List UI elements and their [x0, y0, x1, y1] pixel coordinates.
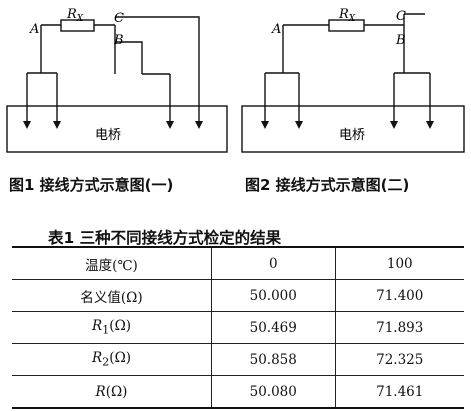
bridge-box	[6, 105, 228, 153]
rx-label: RX	[338, 7, 356, 24]
wiring-diagram-2: A C B RX 电桥	[241, 7, 465, 153]
header-temp-0: 0	[210, 246, 335, 280]
results-table: 温度(℃) 0 100 名义值(Ω) 50.000 71.400 R1(Ω) 5…	[12, 246, 464, 409]
rx-label: RX	[66, 7, 84, 24]
table-title: 表1 三种不同接线方式检定的结果	[48, 229, 282, 247]
node-b-label: B	[395, 33, 406, 48]
row-label: 名义值(Ω)	[12, 279, 212, 312]
node-a-label: A	[29, 22, 39, 37]
value-0c: 50.080	[210, 375, 335, 409]
value-100c: 72.325	[334, 343, 464, 376]
bridge-label: 电桥	[339, 128, 365, 143]
table-row: R(Ω) 50.080 71.461	[12, 375, 464, 409]
row-label: R(Ω)	[12, 375, 212, 409]
header-temperature: 温度(℃)	[12, 246, 212, 280]
row-label: R1(Ω)	[12, 311, 212, 344]
row-label: R2(Ω)	[12, 343, 212, 376]
table-row: 名义值(Ω) 50.000 71.400	[12, 279, 464, 312]
header-temp-100: 100	[334, 246, 464, 280]
node-a-label: A	[271, 22, 281, 37]
value-0c: 50.469	[210, 311, 335, 344]
node-b-label: B	[113, 33, 124, 48]
table-row: R1(Ω) 50.469 71.893	[12, 311, 464, 344]
node-c-label: C	[114, 11, 124, 26]
table-header-row: 温度(℃) 0 100	[12, 246, 464, 280]
figure-1-caption: 图1 接线方式示意图(一)	[9, 176, 174, 194]
table-row: R2(Ω) 50.858 72.325	[12, 343, 464, 376]
bridge-label: 电桥	[95, 128, 121, 143]
value-0c: 50.858	[210, 343, 335, 376]
value-100c: 71.400	[334, 279, 464, 312]
wiring-diagram-1: A C B RX 电桥	[6, 7, 228, 153]
value-100c: 71.461	[334, 375, 464, 409]
node-c-label: C	[396, 9, 406, 24]
value-100c: 71.893	[334, 311, 464, 344]
bridge-box	[241, 105, 465, 153]
figure-2-caption: 图2 接线方式示意图(二)	[245, 176, 410, 194]
value-0c: 50.000	[210, 279, 335, 312]
